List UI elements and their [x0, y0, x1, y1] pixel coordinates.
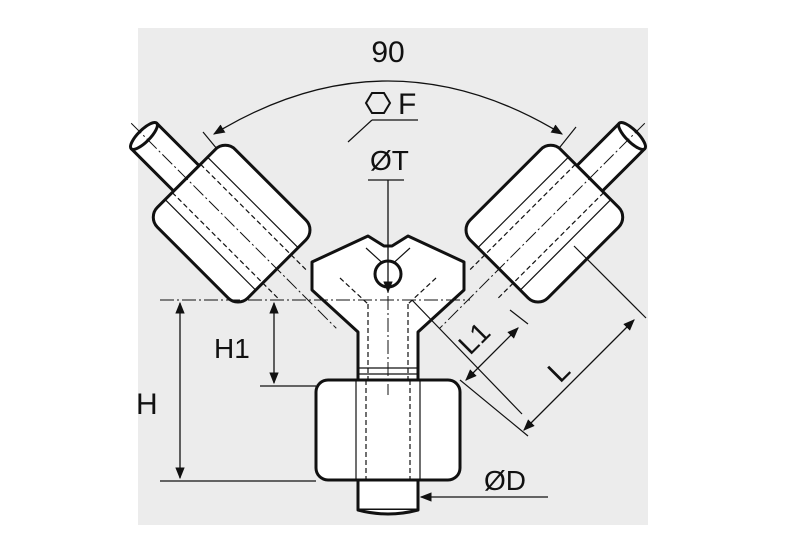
l-dimension	[459, 245, 647, 437]
hex-icon	[364, 92, 392, 114]
angle-label: 90	[371, 36, 404, 69]
left-nut-flat-1	[164, 199, 257, 291]
left-nut	[130, 122, 337, 329]
hex-leader	[347, 119, 373, 143]
l1-label: L1	[452, 316, 496, 360]
l-label: L	[542, 354, 577, 389]
left-nut-bore-2	[200, 163, 309, 273]
h1-label: H1	[214, 333, 250, 364]
l-dimension-line	[523, 319, 635, 431]
right-nut-flat-1	[477, 156, 569, 249]
left-nut-bore-1	[171, 192, 281, 301]
right-nut	[439, 122, 646, 329]
hex-f-callout	[347, 92, 418, 143]
h-label: H	[136, 388, 158, 421]
right-nut-flat-2	[519, 199, 612, 291]
l-extension-top	[573, 245, 647, 319]
body-bore-3	[339, 277, 369, 305]
angle-arc	[213, 80, 563, 135]
right-centerline	[439, 122, 646, 329]
tube-diameter-label: ØD	[484, 465, 526, 496]
left-nut-flat-2	[207, 156, 299, 249]
body-bore-4	[407, 277, 437, 305]
l1-dimension-line	[465, 327, 519, 381]
left-centerline	[130, 122, 337, 329]
l1-extension	[509, 309, 529, 325]
right-nut-bore-1	[467, 163, 576, 273]
angle-dimension	[202, 80, 577, 156]
h-dimension	[160, 301, 316, 482]
right-nut-bore-2	[495, 192, 605, 301]
l-extension-bottom	[459, 379, 529, 437]
h1-dimension	[260, 301, 316, 387]
thread-diameter-label: ØT	[370, 145, 409, 176]
bottom-tube-end	[357, 508, 419, 516]
hex-label: F	[398, 88, 416, 121]
